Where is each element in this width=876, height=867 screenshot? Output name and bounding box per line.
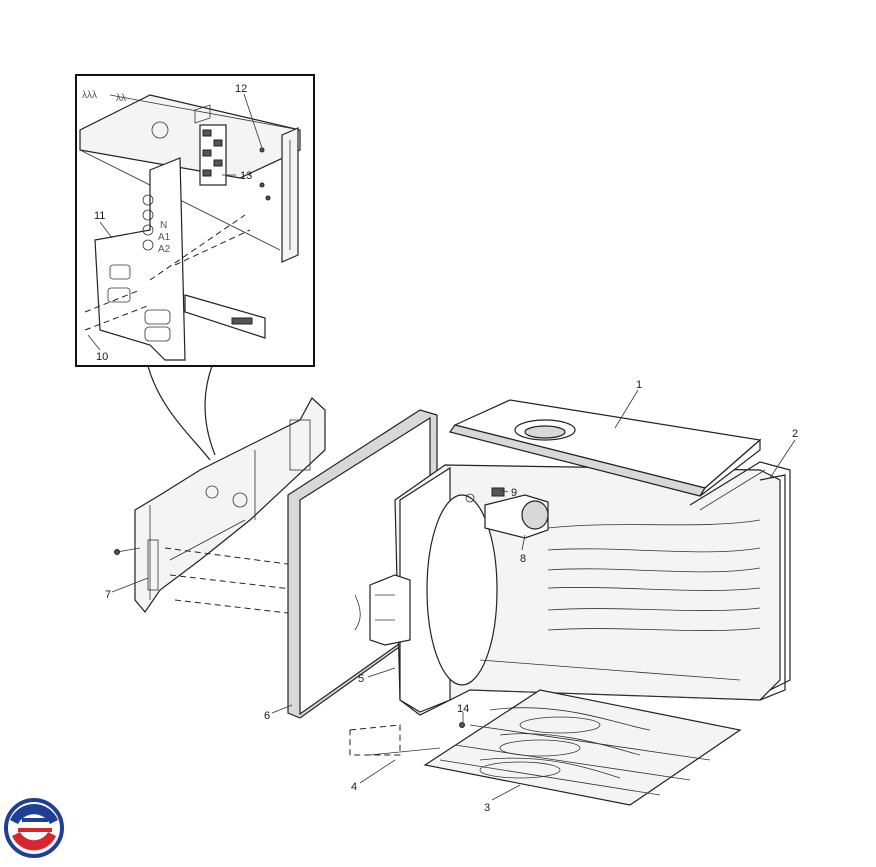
plate-letter-a2: A2 [158, 244, 171, 255]
brand-logo [4, 798, 64, 858]
plate-letter-n: N [160, 220, 167, 231]
callout-5: 5 [358, 673, 364, 685]
callout-8: 8 [520, 553, 526, 565]
callout-1: 1 [636, 379, 642, 391]
callout-3: 3 [484, 802, 490, 814]
callout-11: 11 [94, 210, 105, 222]
callout-2: 2 [792, 428, 798, 440]
callout-numbers: 1 2 3 4 5 6 7 8 9 10 11 12 13 14 [94, 83, 798, 814]
oven-cavity [354, 464, 786, 716]
callout-13: 13 [240, 170, 252, 182]
callout-14: 14 [457, 703, 469, 715]
top-insulation [449, 399, 762, 497]
heating-element-tray [423, 689, 742, 806]
terminal-block [199, 124, 227, 186]
inset-connector [147, 365, 211, 461]
callout-6: 6 [264, 710, 270, 722]
plate-letter-a1: A1 [158, 232, 171, 243]
inset-mark-1: λλλ [82, 90, 97, 101]
oven-lamp [465, 487, 549, 539]
callout-10: 10 [96, 351, 108, 363]
inset-detail: N A1 A2 λλλ λλ [75, 74, 315, 367]
inset-mark-2: λλ [116, 93, 126, 104]
callout-7: 7 [105, 589, 111, 601]
control-plate [94, 157, 186, 361]
callout-12: 12 [235, 83, 247, 95]
callout-4: 4 [351, 781, 357, 793]
callout-9: 9 [511, 487, 517, 499]
door-seal [689, 461, 791, 691]
side-control-panel [114, 397, 326, 613]
callout-leaders [111, 389, 796, 801]
